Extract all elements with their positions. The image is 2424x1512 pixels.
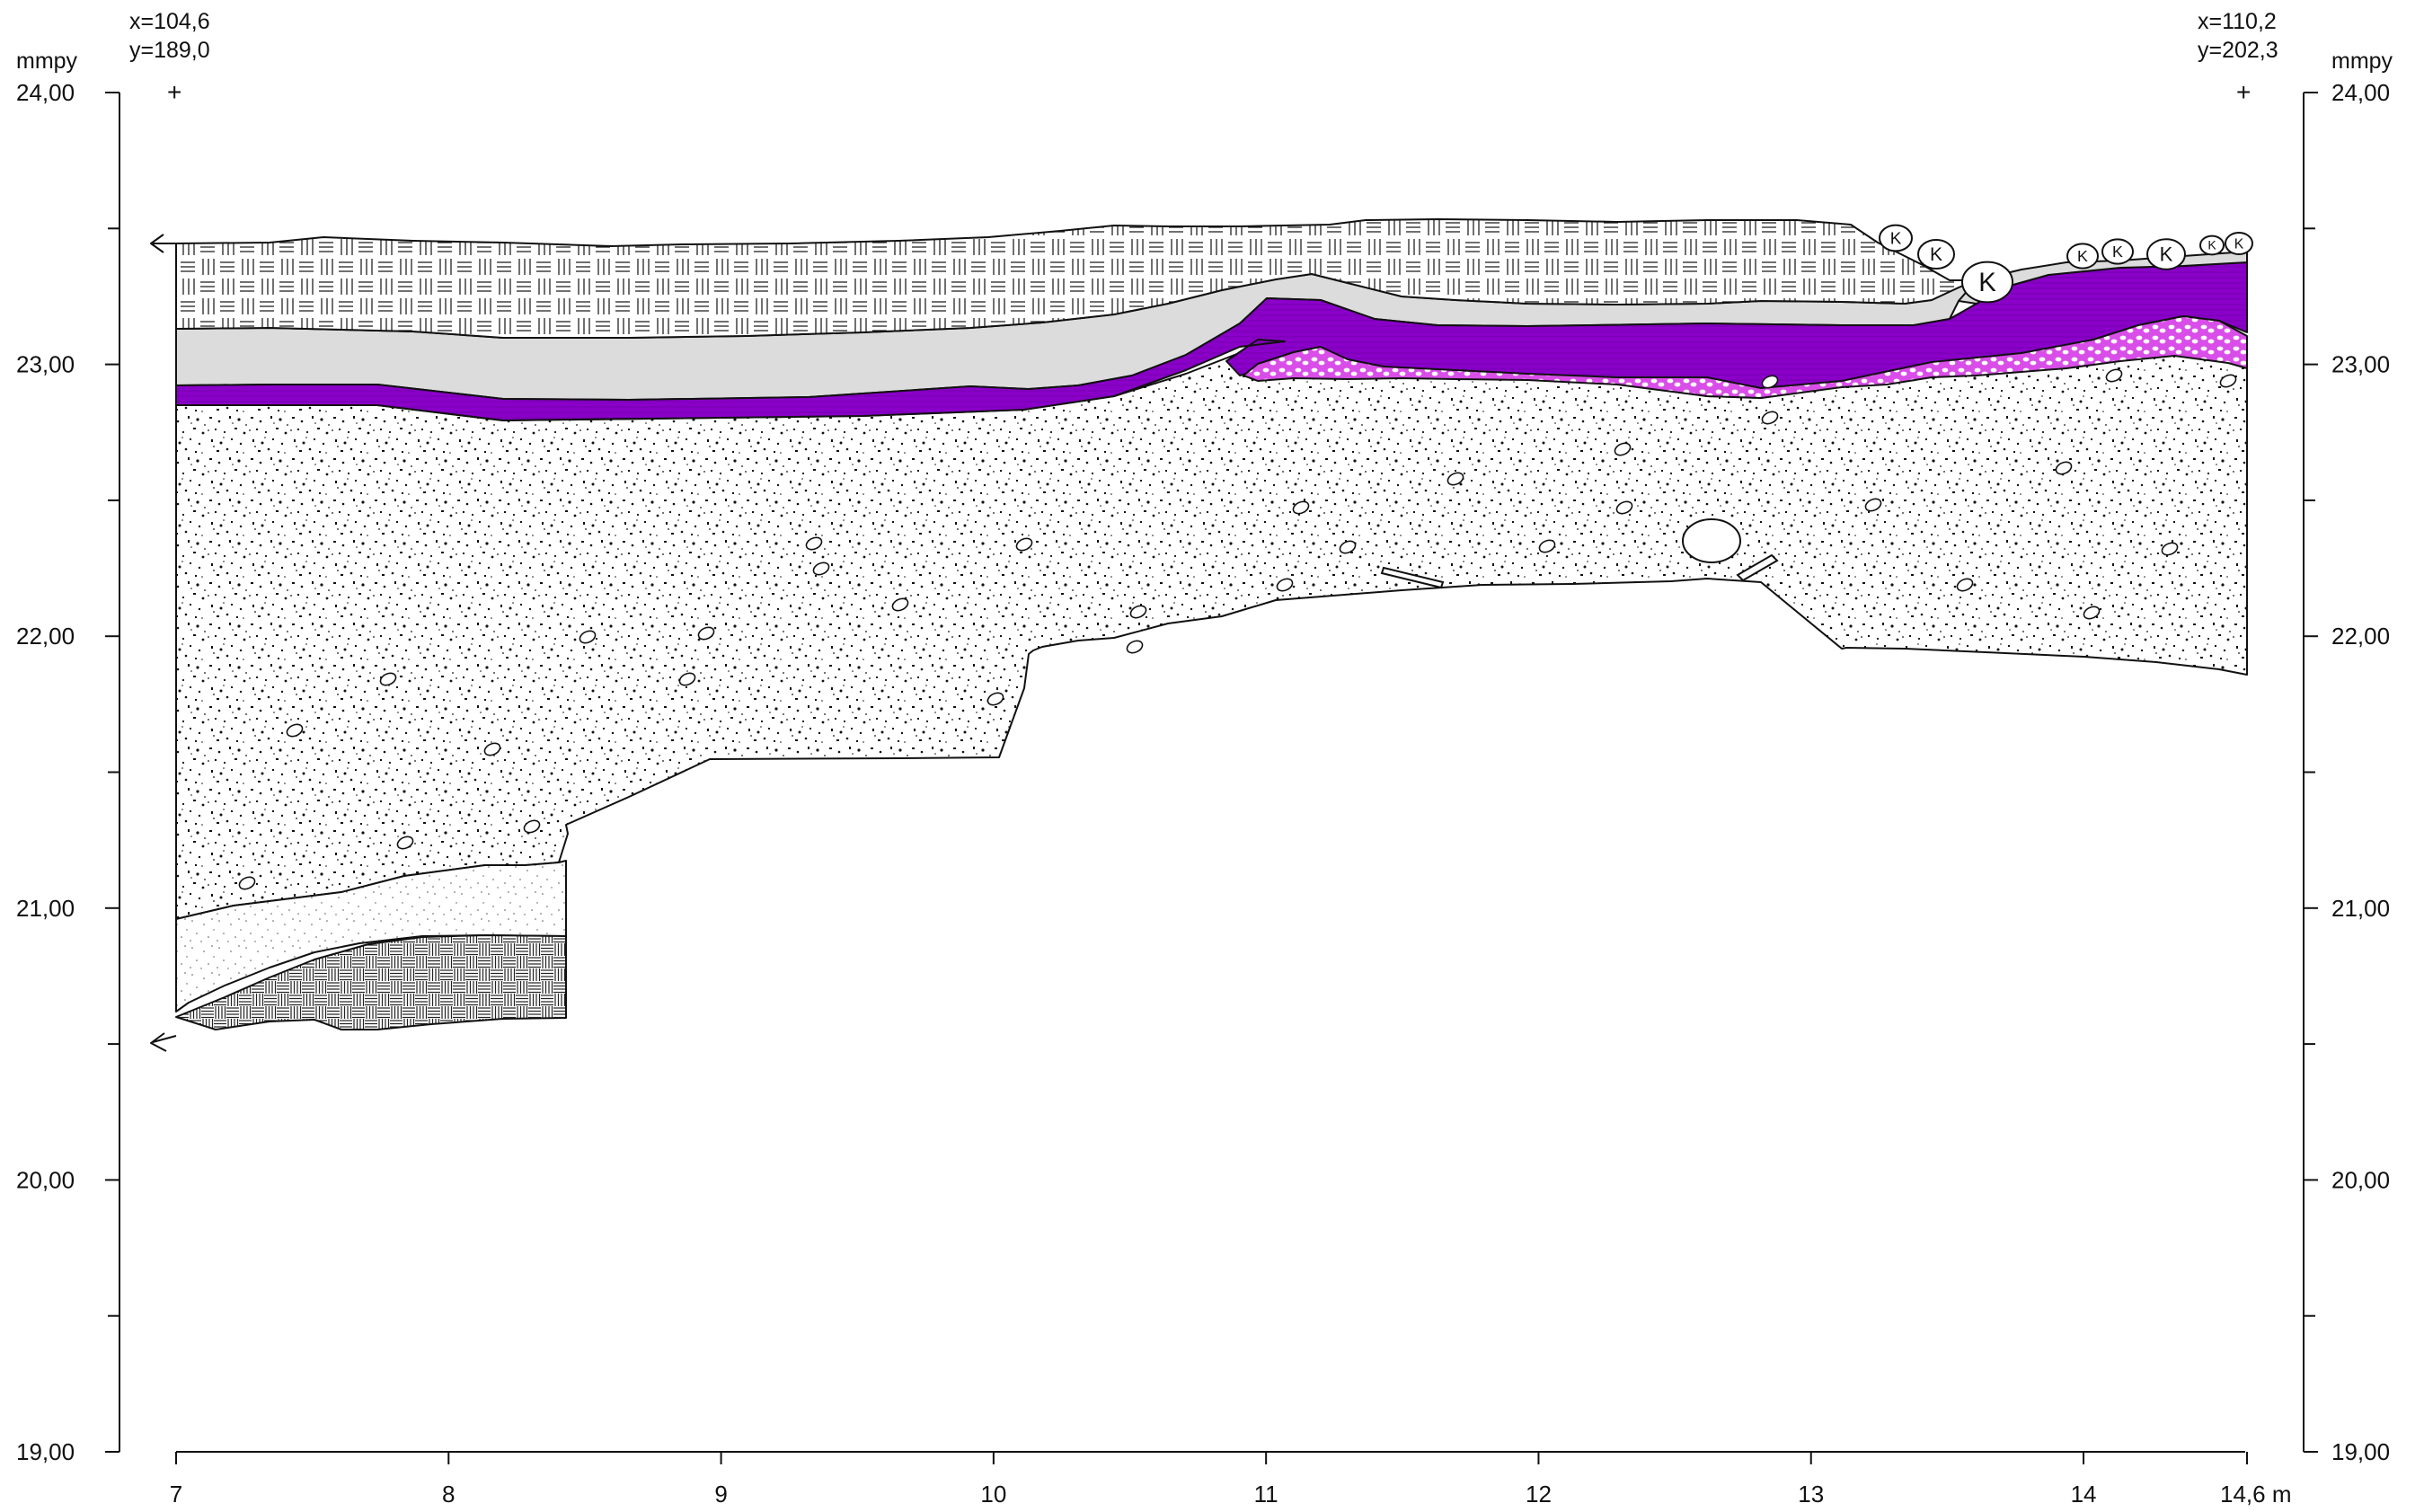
pebble — [1761, 375, 1779, 389]
right-axis-ticks: 24,00 23,00 22,00 21,00 20,00 19,00 — [2304, 79, 2390, 1465]
left-coord-y: y=189,0 — [129, 38, 210, 63]
pebble — [1015, 537, 1033, 552]
pebble — [1446, 472, 1464, 486]
right-unit-label: mmpy — [2331, 49, 2393, 74]
bottom-tick-label: 14 — [2071, 1481, 2097, 1508]
pebble — [579, 630, 597, 644]
bottom-tick-label: 13 — [1798, 1481, 1824, 1508]
left-coord-x: x=104,6 — [129, 9, 210, 34]
stone-outline — [1961, 261, 2013, 304]
stone-outline — [2146, 238, 2186, 270]
stone-outline — [2101, 238, 2134, 265]
pebble — [1126, 640, 1144, 654]
lower-fill-layer — [175, 934, 567, 1030]
left-cross-marker: + — [167, 78, 181, 106]
right-tick-label: 19,00 — [2331, 1438, 2390, 1465]
lower-left-arrow — [150, 1032, 177, 1052]
pebble — [986, 692, 1004, 706]
pebble — [2055, 461, 2073, 475]
stone-label: K — [1930, 244, 1942, 265]
bottom-tick-label: 11 — [1254, 1481, 1278, 1508]
pebble — [483, 742, 501, 756]
pebble — [2219, 374, 2237, 388]
pebble — [1129, 605, 1147, 619]
stone-label: K — [2207, 238, 2216, 252]
stone-outline — [2066, 243, 2099, 270]
pebble — [523, 819, 541, 834]
right-cross-marker: + — [2236, 78, 2251, 106]
pebble — [1956, 578, 1974, 592]
upper-left-arrow — [150, 234, 176, 253]
pebble — [286, 723, 304, 738]
wood-plank — [1380, 566, 1445, 589]
right-coord-x: x=110,2 — [2198, 9, 2277, 34]
pebble — [1614, 442, 1632, 456]
pebble — [678, 672, 696, 686]
pebble — [238, 876, 256, 890]
pebble-inclusions — [238, 368, 2237, 890]
bottom-tick-label: 10 — [980, 1481, 1006, 1508]
left-tick-label: 20,00 — [16, 1166, 75, 1193]
right-coord-y: y=202,3 — [2198, 38, 2278, 63]
pebble — [2161, 542, 2179, 556]
stone-markers: K K K K K K K K — [1879, 224, 2253, 304]
pebble — [1538, 539, 1556, 553]
left-tick-label: 22,00 — [16, 623, 75, 650]
pebble — [1292, 500, 1310, 515]
gravel-sand-layer — [175, 339, 2248, 920]
right-tick-label: 21,00 — [2331, 895, 2390, 922]
bottom-tick-label: 9 — [714, 1481, 727, 1508]
stone-label: K — [2160, 243, 2173, 265]
bottom-axis-ticks: 7 8 9 10 11 12 13 14 14,6 m — [170, 1452, 2292, 1508]
pebble — [1339, 540, 1357, 554]
pebble — [379, 672, 397, 686]
pebble — [396, 836, 414, 850]
right-tick-label: 23,00 — [2331, 351, 2390, 378]
pebble — [812, 561, 830, 576]
stone-label: K — [2234, 236, 2244, 252]
pebble — [1864, 498, 1882, 512]
bottom-tick-label: 8 — [442, 1481, 455, 1508]
stone-outline — [2199, 234, 2225, 256]
left-axis-ticks: 24,00 23,00 22,00 21,00 20,00 19,00 — [16, 79, 119, 1465]
bottom-tick-label: 14,6 m — [2220, 1481, 2292, 1508]
left-tick-label: 19,00 — [16, 1438, 75, 1465]
pebble — [1615, 500, 1633, 515]
right-tick-label: 20,00 — [2331, 1166, 2390, 1193]
pebble — [891, 597, 909, 612]
bottom-tick-label: 12 — [1526, 1481, 1552, 1508]
bottom-tick-label: 7 — [170, 1481, 182, 1508]
left-tick-label: 23,00 — [16, 351, 75, 378]
pink-layer — [1243, 315, 2248, 399]
stone-label: K — [2112, 243, 2123, 261]
left-tick-label: 21,00 — [16, 895, 75, 922]
pebble — [805, 536, 823, 551]
right-tick-label: 24,00 — [2331, 79, 2390, 106]
left-unit-label: mmpy — [16, 49, 78, 74]
stone-label: K — [1978, 268, 1996, 297]
stone-outline — [2225, 232, 2253, 255]
stone-outline — [1879, 224, 1913, 252]
stone-label: K — [1890, 229, 1902, 248]
right-tick-label: 22,00 — [2331, 623, 2390, 650]
stone-label: K — [2077, 247, 2088, 265]
stone-outline — [1917, 239, 1955, 270]
pebble — [2105, 368, 2123, 383]
stake — [1736, 553, 1779, 582]
pebble — [2083, 606, 2101, 620]
left-tick-label: 24,00 — [16, 79, 75, 106]
pebble — [697, 626, 715, 641]
boulder — [1682, 518, 1741, 563]
pebble — [1276, 578, 1294, 592]
pebble — [1761, 411, 1779, 425]
